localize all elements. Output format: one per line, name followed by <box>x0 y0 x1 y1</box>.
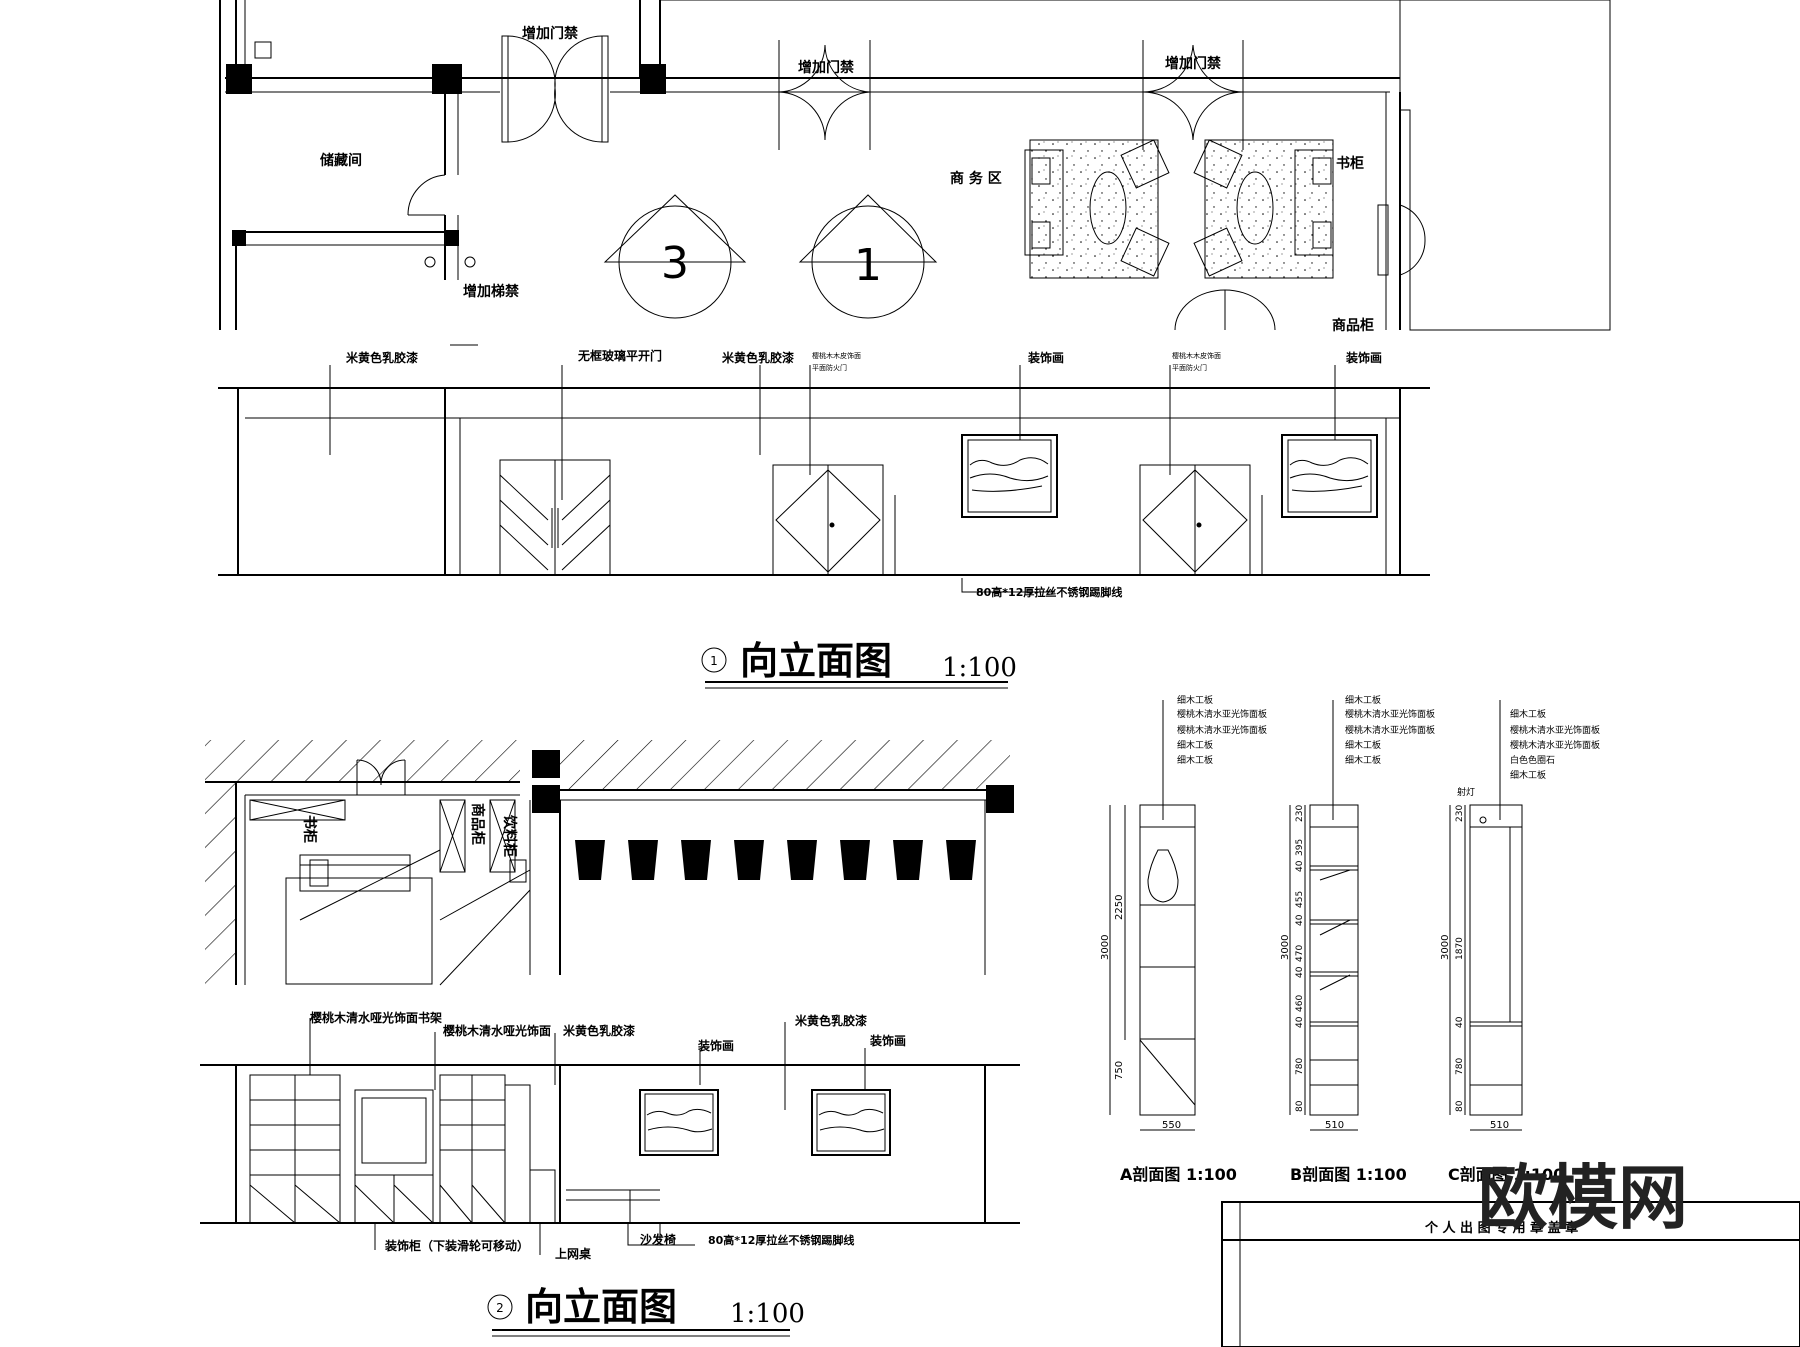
title-elevation-2: 向立面图 <box>525 1285 677 1329</box>
section-b-dim-8: 460 <box>1295 995 1305 1012</box>
label-stair-access: 增加梯禁 <box>463 283 519 300</box>
section-a-label-3: 樱桃木清水亚光饰面板 <box>1177 724 1267 736</box>
section-b-title: B剖面图 1:100 <box>1290 1165 1407 1184</box>
section-c-label-5: 细木工板 <box>1510 769 1546 781</box>
elevation-1: 米黄色乳胶漆 无框玻璃平开门 米黄色乳胶漆 樱桃木木皮饰面 平面防火门 装饰画 … <box>218 348 1430 689</box>
elevation-2: 樱桃木清水哑光饰面书架 樱桃木清水哑光饰面 米黄色乳胶漆 米黄色乳胶漆 装饰画 … <box>200 1010 1020 1337</box>
section-a-total: 3000 <box>1100 935 1111 960</box>
scale-elevation-1: 1:100 <box>942 653 1017 683</box>
label-drinks-bottom: 饮料柜 <box>501 814 518 857</box>
label-door-access-3: 增加门禁 <box>1165 55 1221 72</box>
section-b-dim-9: 40 <box>1295 1016 1305 1028</box>
section-b-dim-5: 40 <box>1295 914 1305 926</box>
label-goods-bottom: 商品柜 <box>469 803 486 845</box>
section-b-dim-11: 80 <box>1295 1100 1305 1112</box>
section-a-label-4: 细木工板 <box>1177 739 1213 751</box>
business-furniture <box>1024 139 1334 279</box>
callout-skirting-2: 80高*12厚拉丝不锈钢踢脚线 <box>708 1233 854 1247</box>
section-c-label-4: 白色色圈石 <box>1510 754 1555 766</box>
section-c-label-2: 樱桃木清水亚光饰面板 <box>1510 724 1600 736</box>
section-c-dim-3: 40 <box>1455 1016 1465 1028</box>
decorative-painting-4 <box>811 1089 891 1156</box>
title-number-1: 1 <box>710 654 718 668</box>
section-c-dim-1: 230 <box>1455 805 1465 822</box>
title-elevation-1: 向立面图 <box>740 639 892 683</box>
section-c-dim-5: 80 <box>1455 1100 1465 1112</box>
section-a-label-1: 细木工板 <box>1177 694 1213 706</box>
section-b-label-4: 细木工板 <box>1345 739 1381 751</box>
callout-paint-3: 米黄色乳胶漆 <box>563 1023 635 1038</box>
section-b-total: 3000 <box>1280 935 1291 960</box>
section-b-dim-1: 230 <box>1295 805 1305 822</box>
decorative-painting-2 <box>1281 434 1378 518</box>
section-a-title: A剖面图 1:100 <box>1120 1165 1237 1184</box>
decorative-painting-1 <box>961 434 1058 518</box>
section-c-dim-4: 780 <box>1455 1058 1465 1075</box>
section-b-dim-7: 40 <box>1295 966 1305 978</box>
callout-door-note-1b: 平面防火门 <box>812 363 847 372</box>
top-floor-plan: 3 1 储藏间 增加门禁 增加门禁 增加门禁 增加梯禁 商 务 区 书柜 商品柜 <box>219 0 1611 346</box>
title-number-2: 2 <box>496 1301 504 1315</box>
label-bookcase-bottom: 书柜 <box>301 815 318 843</box>
section-b-dim-10: 780 <box>1295 1058 1305 1075</box>
callout-paint-1: 米黄色乳胶漆 <box>346 350 418 365</box>
callout-panel: 樱桃木清水哑光饰面 <box>443 1023 551 1038</box>
section-b-label-1: 细木工板 <box>1345 694 1381 706</box>
section-b-label-3: 樱桃木清水亚光饰面板 <box>1345 724 1435 736</box>
section-a-dim-2: 750 <box>1114 1061 1125 1080</box>
section-c-spotlight: 射灯 <box>1457 786 1475 798</box>
scale-elevation-2: 1:100 <box>730 1299 805 1329</box>
stamp-text: 个 人 出 图 专 用 章 盖 章 <box>1424 1220 1578 1236</box>
section-b-label-5: 细木工板 <box>1345 754 1381 766</box>
callout-desk: 上网桌 <box>555 1246 592 1261</box>
label-storage: 储藏间 <box>319 152 362 169</box>
callout-painting-4: 装饰画 <box>869 1033 906 1048</box>
section-C: 细木工板 樱桃木清水亚光饰面板 樱桃木清水亚光饰面板 白色色圈石 细木工板 射灯… <box>1440 700 1600 1184</box>
section-b-dim-2: 395 <box>1295 839 1305 856</box>
callout-door-note-1: 樱桃木木皮饰面 <box>812 351 861 360</box>
callout-paint-4: 米黄色乳胶漆 <box>795 1013 867 1028</box>
section-b-width: 510 <box>1325 1120 1344 1131</box>
section-b-dim-4: 455 <box>1295 891 1305 908</box>
section-a-label-5: 细木工板 <box>1177 754 1213 766</box>
callout-painting-1: 装饰画 <box>1027 350 1064 365</box>
section-b-dim-3: 40 <box>1295 860 1305 872</box>
section-b-dim-6: 470 <box>1295 945 1305 962</box>
section-c-label-1: 细木工板 <box>1510 708 1546 720</box>
callout-door-note-2b: 平面防火门 <box>1172 363 1207 372</box>
stamp-box: 个 人 出 图 专 用 章 盖 章 <box>1221 1201 1800 1347</box>
decorative-painting-3 <box>639 1089 719 1156</box>
section-c-dim-2: 1870 <box>1455 937 1465 960</box>
section-a-label-2: 樱桃木清水亚光饰面板 <box>1177 708 1267 720</box>
chair-row <box>575 840 976 880</box>
section-marker-1: 1 <box>854 240 882 291</box>
label-door-access-2: 增加门禁 <box>798 59 854 76</box>
section-c-label-3: 樱桃木清水亚光饰面板 <box>1510 739 1600 751</box>
label-door-access-1: 增加门禁 <box>522 25 578 42</box>
section-b-label-2: 樱桃木清水亚光饰面板 <box>1345 708 1435 720</box>
callout-painting-2: 装饰画 <box>1345 350 1382 365</box>
section-c-width: 510 <box>1490 1120 1509 1131</box>
callout-door-note-2: 樱桃木木皮饰面 <box>1172 351 1221 360</box>
bottom-floor-plan: 书柜 商品柜 饮料柜 <box>205 740 1014 986</box>
section-c-total: 3000 <box>1440 935 1451 960</box>
callout-skirting-1: 80高*12厚拉丝不锈钢踢脚线 <box>976 585 1122 599</box>
label-goods-cabinet-top: 商品柜 <box>1332 317 1374 334</box>
brand-logo: 欧模网 <box>1478 1157 1688 1239</box>
section-A: 细木工板 樱桃木清水亚光饰面板 樱桃木清水亚光饰面板 细木工板 细木工板 300… <box>1100 694 1267 1184</box>
callout-painting-3: 装饰画 <box>697 1038 734 1053</box>
section-a-width: 550 <box>1162 1120 1181 1131</box>
label-business-area: 商 务 区 <box>950 170 1002 187</box>
section-c-title: C剖面图 1:100 <box>1448 1165 1564 1184</box>
callout-paint-2: 米黄色乳胶漆 <box>722 350 794 365</box>
section-marker-3: 3 <box>661 238 689 289</box>
callout-cabinet: 装饰柜（下装滑轮可移动） <box>384 1238 529 1253</box>
section-B: 细木工板 樱桃木清水亚光饰面板 樱桃木清水亚光饰面板 细木工板 细木工板 300… <box>1280 694 1435 1184</box>
callout-glass-door: 无框玻璃平开门 <box>577 348 662 363</box>
callout-shelf: 樱桃木清水哑光饰面书架 <box>310 1010 442 1025</box>
label-bookcase-top: 书柜 <box>1336 155 1364 172</box>
section-a-dim-1: 2250 <box>1114 895 1125 920</box>
callout-sofa: 沙发椅 <box>640 1232 676 1247</box>
